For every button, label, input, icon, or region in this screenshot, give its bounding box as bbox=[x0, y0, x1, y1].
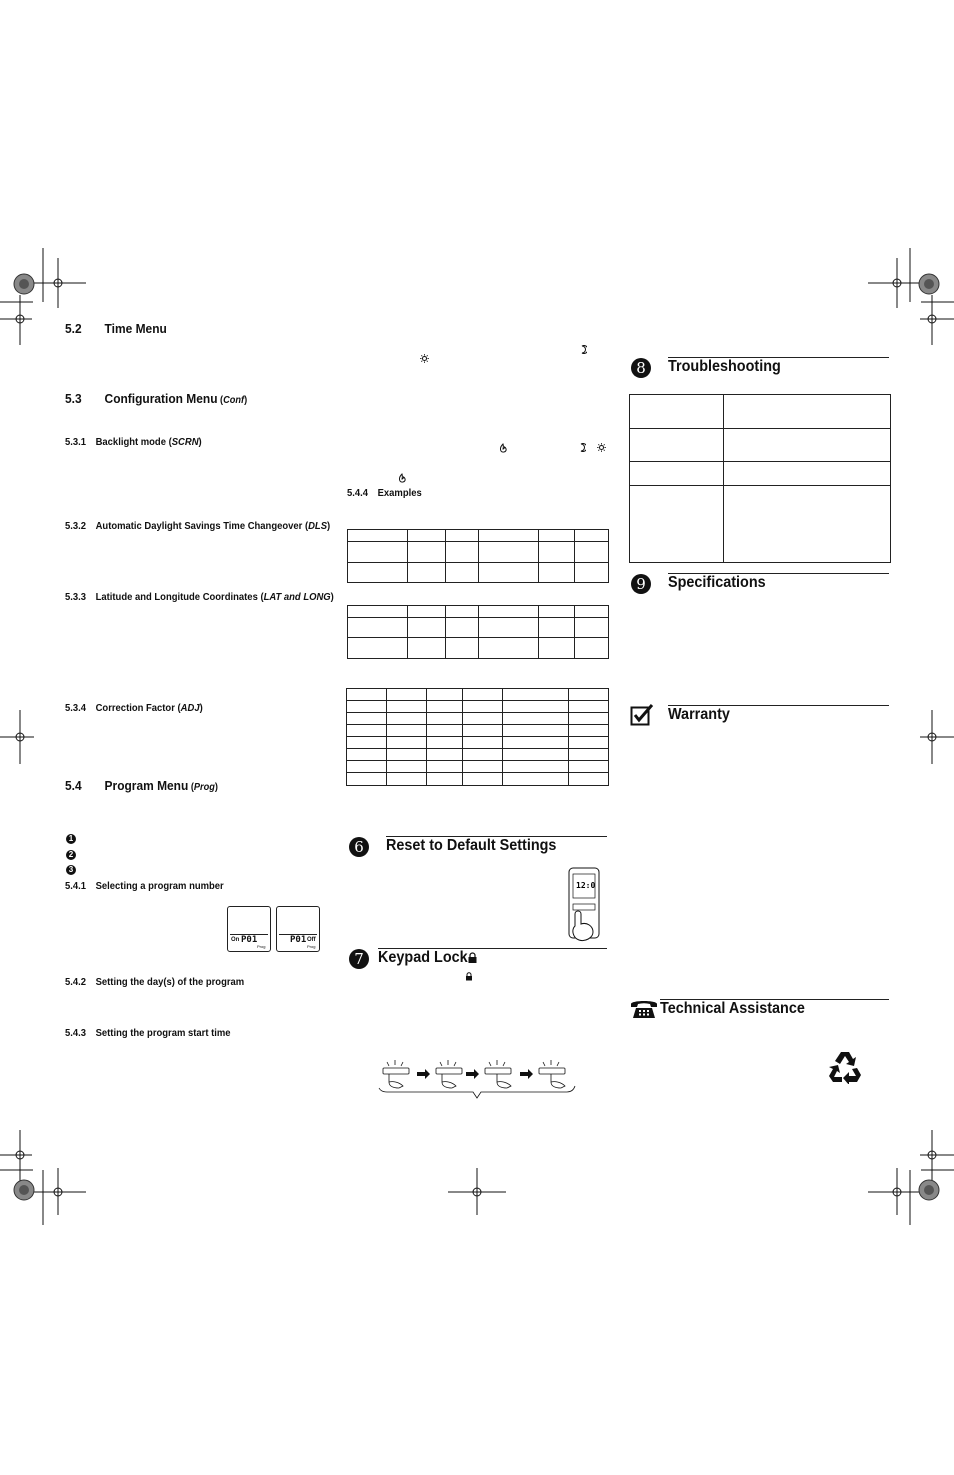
chapter-8-number: 8 bbox=[631, 358, 651, 378]
svg-text:12:0: 12:0 bbox=[576, 881, 595, 890]
keypad-lock-sequence-illustration bbox=[378, 1060, 576, 1099]
checkbox-icon bbox=[630, 704, 654, 726]
chapter-7-heading: Keypad Lock bbox=[378, 948, 607, 972]
example-table-3 bbox=[346, 688, 609, 786]
device-reset-illustration: 12:0 bbox=[568, 867, 600, 941]
bullet-3: 3 bbox=[66, 859, 76, 877]
chapter-7-number: 7 bbox=[349, 949, 369, 969]
phone-icon bbox=[631, 1001, 657, 1018]
example-table-2 bbox=[347, 605, 609, 659]
flame-icon bbox=[499, 443, 507, 453]
chapter-6-heading: Reset to Default Settings bbox=[386, 836, 607, 860]
moon-icon-2 bbox=[580, 443, 586, 452]
chapter-9-heading: Specifications bbox=[668, 573, 889, 597]
chapter-9-number: 9 bbox=[631, 574, 651, 594]
sun-icon-2 bbox=[597, 443, 606, 452]
bullet-1: 1 bbox=[66, 828, 76, 846]
flame-icon-2 bbox=[398, 473, 406, 483]
warranty-heading: Warranty bbox=[668, 705, 889, 729]
lock-icon bbox=[468, 952, 477, 963]
lock-icon-small bbox=[466, 972, 472, 981]
display-program-on: On P01 Prog bbox=[227, 906, 271, 952]
display-program-off: P01 Off Prog bbox=[276, 906, 320, 952]
recycle-icon bbox=[829, 1052, 861, 1084]
sun-icon bbox=[420, 354, 429, 363]
technical-assistance-heading: Technical Assistance bbox=[660, 999, 889, 1023]
troubleshooting-table bbox=[629, 394, 891, 563]
chapter-8-heading: Troubleshooting bbox=[668, 357, 889, 381]
moon-icon bbox=[581, 345, 587, 354]
example-table-1 bbox=[347, 529, 609, 583]
bullet-2: 2 bbox=[66, 844, 76, 862]
chapter-6-number: 6 bbox=[349, 837, 369, 857]
